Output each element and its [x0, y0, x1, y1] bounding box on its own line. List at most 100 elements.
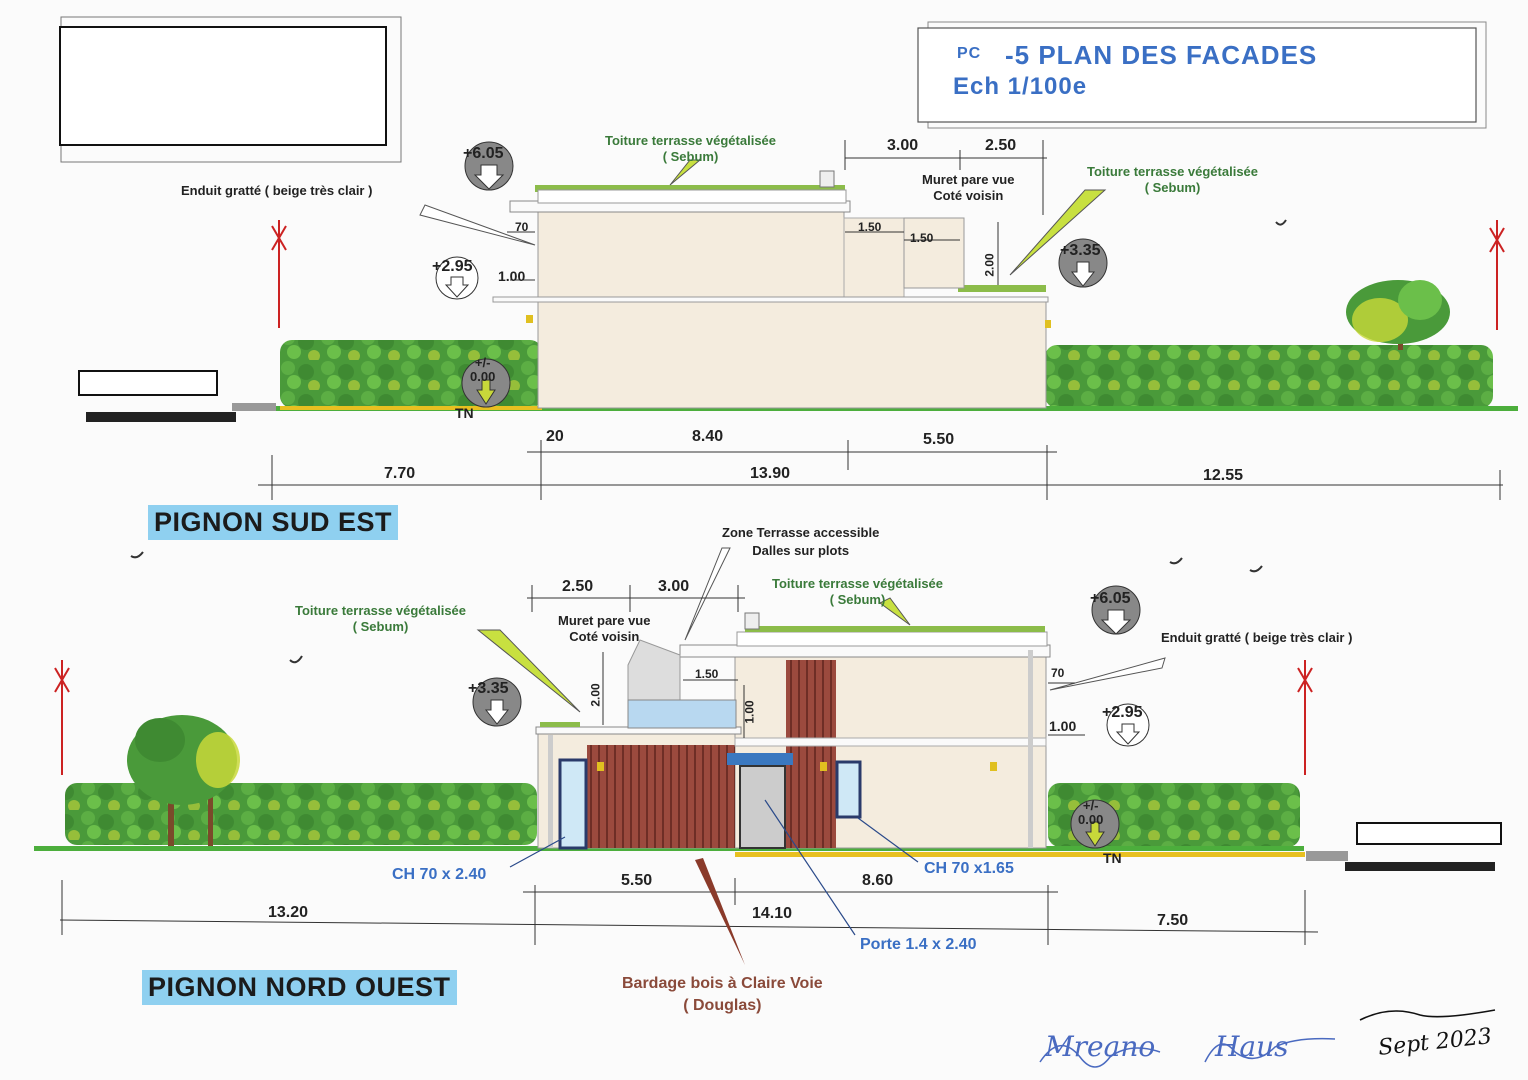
nw-muret — [627, 639, 681, 701]
nw-bardage-left — [587, 745, 735, 848]
se-dim-1255: 12.55 — [1203, 467, 1244, 484]
se-dim-550: 5.50 — [923, 431, 955, 448]
se-tn: TN — [455, 405, 474, 421]
nw-low-roof-green — [540, 722, 580, 727]
nw-dim-70: 70 — [1051, 666, 1065, 680]
elevation-south-east — [78, 140, 1518, 500]
muret — [903, 217, 965, 289]
pointer-roof-nw1 — [476, 629, 581, 713]
nw-roof-label-2: Toiture terrasse végétalisée( Sebum) — [772, 576, 944, 607]
nw-roof-label-1: Toiture terrasse végétalisée( Sebum) — [295, 603, 467, 634]
plan-title: -5 PLAN DES FACADES — [1005, 40, 1318, 70]
nw-level-000: +/- 0.00 — [1078, 798, 1104, 827]
nw-light2 — [820, 762, 827, 771]
signature-1: Mreano — [1045, 1030, 1156, 1063]
pointer-bardage — [695, 858, 745, 965]
pointer-enduit-nw — [1049, 657, 1166, 691]
se-roof-label-1: Toiture terrasse végétalisée( Sebum) — [605, 133, 777, 164]
nw-door-label: Porte 1.4 x 2.40 — [860, 936, 977, 953]
se-dim-150a: 1.50 — [858, 220, 882, 234]
dims-se — [258, 140, 1503, 500]
se-elevation-title: PIGNON SUD EST — [148, 505, 399, 540]
roof-green-upper — [535, 185, 845, 192]
legend-box-left — [78, 370, 218, 396]
acroterion-upper — [537, 189, 847, 204]
ground-strip-yellow — [280, 406, 542, 410]
se-dim-100: 1.00 — [498, 268, 526, 284]
ground-nw-black — [1345, 862, 1495, 871]
nw-dim-550: 5.50 — [621, 872, 653, 889]
pointer-enduit-se — [419, 204, 536, 246]
pointer-roof-se2 — [1009, 189, 1107, 276]
arrow-000-se — [476, 379, 496, 405]
se-dim-300: 3.00 — [887, 137, 919, 154]
band-mid — [492, 296, 1049, 303]
ground-black — [86, 412, 236, 422]
pointer-roof-nw2 — [879, 597, 911, 626]
height-pole-right-nw — [1297, 660, 1313, 775]
se-dim-770: 7.70 — [384, 465, 416, 482]
title-frame — [917, 27, 1477, 123]
nw-dim-150: 1.50 — [695, 667, 719, 681]
plan-scale: Ech 1/100e — [953, 73, 1088, 100]
birds — [130, 219, 1287, 664]
signature-2: Haus — [1215, 1030, 1289, 1063]
arrow-605-nw — [1100, 609, 1132, 635]
nw-dim-750: 7.50 — [1157, 912, 1189, 929]
cartouche-frame — [59, 26, 387, 146]
signature-strokes — [1039, 1037, 1336, 1068]
tree-left-nw — [127, 715, 240, 848]
pointer-zone-nw — [684, 547, 731, 641]
nw-level-295: +2.95 — [1102, 704, 1143, 721]
volume-lower — [537, 301, 1047, 409]
light-se — [526, 315, 533, 323]
arrow-000-nw — [1085, 821, 1105, 847]
roof-green-low — [958, 285, 1046, 292]
nw-level-335: +3.35 — [468, 680, 509, 697]
nw-elevation-title: PIGNON NORD OUEST — [142, 970, 457, 1005]
nw-dim-300: 3.00 — [658, 578, 690, 595]
arrow-605-se — [473, 164, 505, 190]
se-dim-200: 2.00 — [982, 253, 997, 277]
nw-downpipe-right — [1028, 650, 1033, 848]
nw-door-canopy — [727, 753, 793, 765]
ground-nw-gray — [1306, 851, 1348, 861]
dims-nw — [59, 585, 1319, 945]
nw-cladding-label: Bardage bois à Claire Voie( Douglas) — [622, 975, 823, 1014]
nw-roof-green — [745, 626, 1045, 632]
nw-tn: TN — [1103, 850, 1122, 866]
se-dim-20: 20 — [546, 428, 564, 445]
arrow-335-se — [1070, 261, 1096, 287]
nw-render-label: Enduit gratté ( beige très clair ) — [1161, 630, 1353, 645]
se-dim-150b: 1.50 — [910, 231, 934, 245]
nw-dim-100a: 1.00 — [742, 700, 757, 724]
se-level-605: +6.05 — [463, 145, 504, 162]
se-level-335: +3.35 — [1060, 242, 1101, 259]
nw-light3 — [990, 762, 997, 771]
nw-band — [734, 737, 1047, 747]
arrow-295-nw — [1115, 723, 1141, 745]
se-dim-70: 70 — [515, 220, 529, 234]
nw-door — [739, 765, 786, 849]
height-pole-left-nw — [54, 660, 70, 775]
pointer-roof-se1 — [669, 159, 702, 186]
ground-nw-yellow — [735, 852, 1305, 857]
nw-bardage-center — [786, 660, 836, 848]
nw-dim-860: 8.60 — [862, 872, 894, 889]
nw-light1 — [597, 762, 604, 771]
se-level-000: +/- 0.00 — [470, 355, 496, 384]
se-roof-label-2: Toiture terrasse végétalisée( Sebum) — [1087, 164, 1259, 195]
hedge-left-nw — [65, 783, 537, 845]
nw-dim-200: 2.00 — [588, 683, 603, 707]
nw-dim-1320: 13.20 — [268, 904, 309, 921]
arrow-295-se — [444, 276, 470, 298]
leaders-nw — [509, 799, 919, 936]
se-level-295: +2.95 — [432, 258, 473, 275]
chimney — [819, 170, 835, 188]
nw-window-right — [835, 760, 862, 819]
nw-chimney — [744, 612, 760, 630]
nw-dim-250: 2.50 — [562, 578, 594, 595]
nw-roof-slab — [679, 644, 1051, 658]
